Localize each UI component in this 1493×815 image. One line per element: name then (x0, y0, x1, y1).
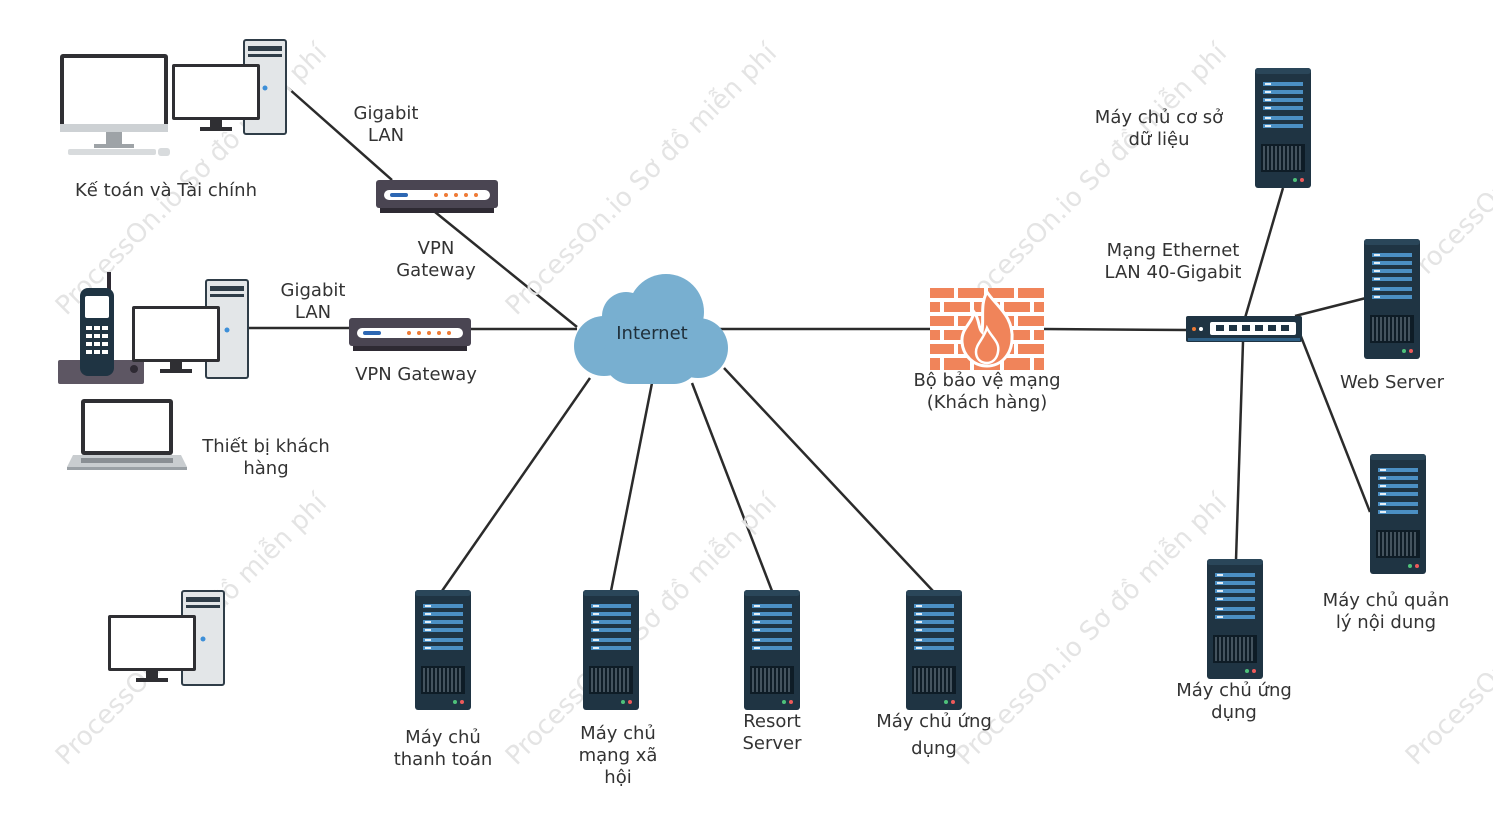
cms-server-label: Máy chủ quản lý nội dung (1322, 590, 1450, 633)
internet-cloud-icon (574, 274, 728, 384)
web-server-icon (1364, 239, 1420, 359)
gigabit-lan-label: Gigabit LAN (280, 280, 346, 323)
link-switch-app (1234, 341, 1245, 561)
social-server-label: Máy chủ mạng xã hội (578, 723, 658, 788)
ethernet-label: Mạng Ethernet LAN 40-Gigabit (1104, 240, 1242, 283)
desktop-computer-icon (108, 590, 225, 686)
vpn-gateway-label: VPN Gateway (396, 238, 476, 281)
link-switch-db (1243, 187, 1285, 319)
link-internet-app (723, 367, 934, 592)
vpn-gateway-label: VPN Gateway (355, 364, 477, 385)
accounting-label: Kế toán và Tài chính (74, 180, 257, 201)
payment-server-label: Máy chủ thanh toán (393, 727, 493, 770)
accounting-computers-icon (60, 39, 287, 156)
cms-server-icon (1370, 454, 1426, 574)
db-server-label: Máy chủ cơ sở dữ liệu (1094, 107, 1224, 150)
resort-server-label: Resort Server (742, 711, 802, 754)
ethernet-switch-icon (1186, 316, 1302, 342)
app-server-icon (1207, 559, 1263, 679)
firewall-label: Bộ bảo vệ mạng (Khách hàng) (913, 370, 1061, 413)
gigabit-lan-label: Gigabit LAN (353, 103, 419, 146)
client-devices-label: Thiết bị khách hàng (202, 436, 330, 479)
app-server-icon (906, 590, 962, 710)
link-router1-internet (434, 211, 578, 328)
link-switch-web (1294, 296, 1367, 318)
laptop-icon (67, 399, 187, 470)
link-switch-cms (1298, 333, 1372, 513)
firewall-icon (930, 288, 1044, 370)
router-icon (376, 180, 498, 213)
resort-server-icon (744, 590, 800, 710)
database-server-icon (1255, 68, 1311, 188)
link-internet-payment (440, 377, 592, 592)
link-internet-social (609, 382, 654, 592)
web-server-label: Web Server (1340, 372, 1444, 393)
router-icon (349, 318, 471, 351)
app-server-label: Máy chủ ứng dụng (876, 711, 992, 759)
client-phone-desktop-icon (58, 272, 249, 384)
payment-server-icon (415, 590, 471, 710)
internet-label: Internet (616, 323, 688, 344)
link-accounting-router (287, 87, 393, 181)
app-server-label: Máy chủ ứng dụng (1176, 680, 1292, 723)
social-server-icon (583, 590, 639, 710)
link-internet-resort (690, 382, 774, 592)
link-firewall-switch (1042, 327, 1189, 332)
